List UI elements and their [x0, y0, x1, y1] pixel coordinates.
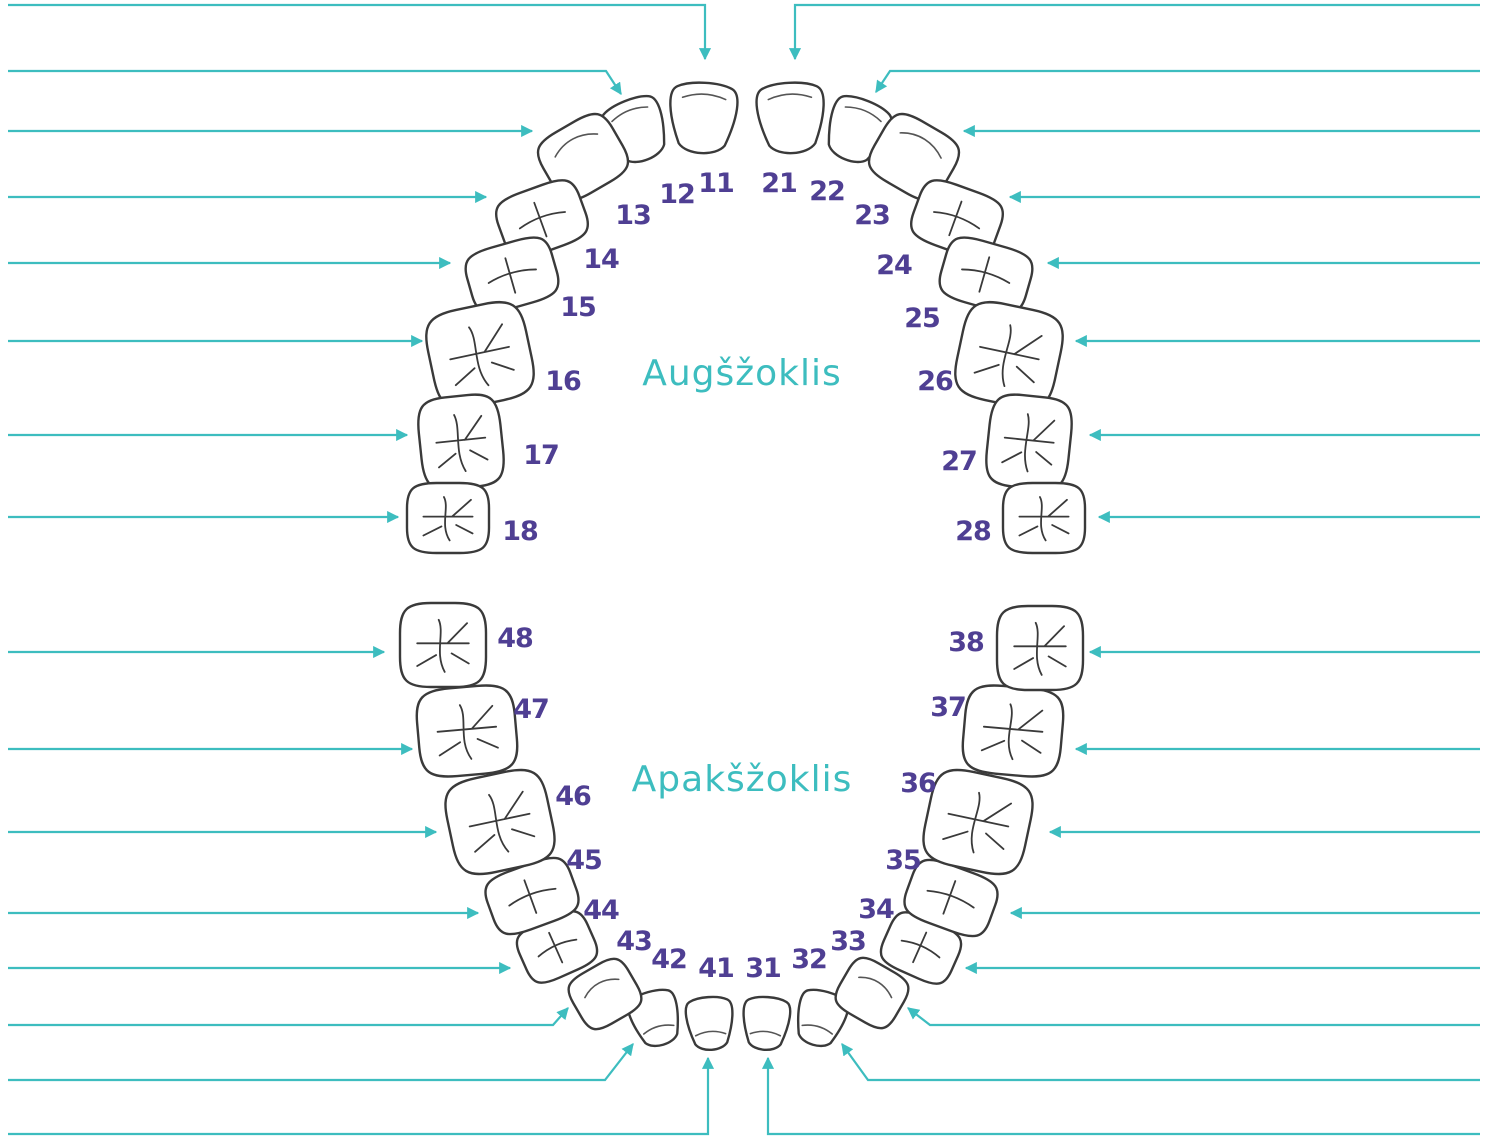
- tooth-outline: [960, 683, 1065, 779]
- tooth-number-31: 31: [745, 953, 781, 984]
- tooth-number-36: 36: [900, 768, 936, 799]
- tooth-number-12: 12: [659, 179, 695, 210]
- tooth-number-34: 34: [858, 894, 894, 925]
- tooth-number-42: 42: [651, 944, 687, 975]
- tooth-outline: [983, 392, 1074, 492]
- tooth-27: [983, 392, 1074, 492]
- teeth: [400, 81, 1085, 1051]
- tooth-number-41: 41: [698, 953, 734, 984]
- tooth-number-47: 47: [513, 694, 549, 725]
- tooth-outline: [414, 683, 519, 779]
- tooth-38: [997, 606, 1083, 690]
- leader-line-29: [8, 1058, 708, 1134]
- tooth-number-15: 15: [560, 292, 596, 323]
- lower-jaw-label: Apakšžoklis: [632, 759, 853, 800]
- tooth-31: [741, 995, 791, 1051]
- tooth-28: [1003, 483, 1085, 553]
- tooth-number-27: 27: [941, 446, 977, 477]
- tooth-37: [960, 683, 1065, 779]
- tooth-number-28: 28: [955, 516, 991, 547]
- tooth-outline: [400, 603, 486, 687]
- tooth-outline: [407, 483, 489, 553]
- tooth-48: [400, 603, 486, 687]
- leader-line-27: [8, 1008, 568, 1025]
- tooth-outline: [415, 392, 506, 492]
- tooth-number-43: 43: [616, 926, 652, 957]
- tooth-number-23: 23: [854, 200, 890, 231]
- tooth-outline: [997, 606, 1083, 690]
- leader-line-24: [795, 5, 1480, 59]
- tooth-outline: [741, 995, 791, 1051]
- tooth-number-18: 18: [502, 516, 538, 547]
- tooth-11: [668, 81, 739, 155]
- leader-line-30: [908, 1008, 1480, 1025]
- leader-line-32: [768, 1058, 1480, 1134]
- leader-line-28: [8, 1044, 633, 1080]
- tooth-number-25: 25: [904, 303, 940, 334]
- tooth-number-24: 24: [876, 250, 912, 281]
- tooth-number-37: 37: [930, 692, 966, 723]
- tooth-18: [407, 483, 489, 553]
- tooth-21: [756, 81, 827, 155]
- tooth-number-44: 44: [583, 895, 619, 926]
- leader-line-26: [876, 71, 1480, 92]
- tooth-number-26: 26: [917, 366, 953, 397]
- leader-lines: [8, 5, 1480, 1134]
- tooth-number-38: 38: [948, 627, 984, 658]
- tooth-outline: [668, 81, 739, 155]
- leader-line-25: [8, 71, 621, 94]
- tooth-number-16: 16: [545, 366, 581, 397]
- tooth-number-35: 35: [885, 845, 921, 876]
- tooth-number-22: 22: [809, 176, 845, 207]
- tooth-number-11: 11: [698, 168, 734, 199]
- tooth-number-48: 48: [497, 623, 533, 654]
- tooth-number-46: 46: [555, 781, 591, 812]
- tooth-number-33: 33: [830, 926, 866, 957]
- tooth-number-21: 21: [761, 168, 797, 199]
- leader-line-31: [842, 1044, 1480, 1080]
- tooth-number-13: 13: [615, 200, 651, 231]
- tooth-outline: [685, 995, 735, 1051]
- tooth-17: [415, 392, 506, 492]
- tooth-41: [685, 995, 735, 1051]
- tooth-47: [414, 683, 519, 779]
- tooth-outline: [1003, 483, 1085, 553]
- leader-line-23: [8, 5, 705, 59]
- tooth-outline: [756, 81, 827, 155]
- tooth-number-32: 32: [791, 944, 827, 975]
- upper-jaw-label: Augšžoklis: [642, 353, 842, 394]
- tooth-number-14: 14: [583, 244, 619, 275]
- tooth-number-45: 45: [566, 845, 602, 876]
- tooth-number-17: 17: [523, 440, 559, 471]
